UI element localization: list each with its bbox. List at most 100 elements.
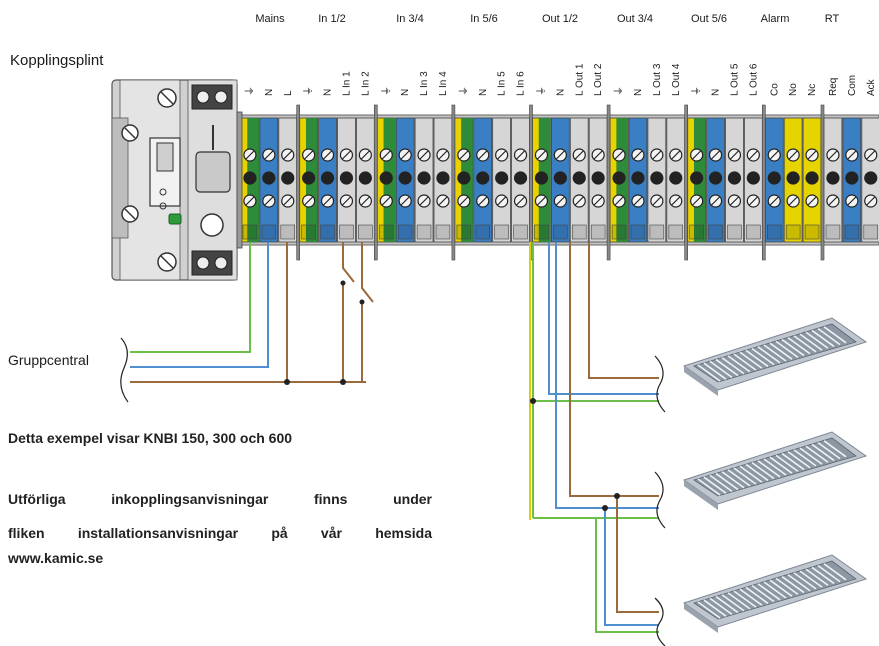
heaters <box>682 317 868 633</box>
terminal-label: N <box>323 89 334 96</box>
terminal-hole <box>826 171 840 185</box>
terminal-hole <box>612 171 626 185</box>
terminal-label: L Out 2 <box>593 63 604 96</box>
terminal-hole <box>669 171 683 185</box>
terminal-label: ⏚ <box>303 86 315 96</box>
input-switch-1 <box>342 242 355 283</box>
end-plate <box>373 104 378 261</box>
group-label-out12: Out 1/2 <box>541 13 579 25</box>
end-clamp <box>236 111 243 249</box>
terminal-label: Nc <box>807 84 818 96</box>
terminal-hole <box>476 171 490 185</box>
terminal-label: ⏚ <box>691 86 703 96</box>
terminal-hole <box>631 171 645 185</box>
end-plate <box>451 104 456 261</box>
terminal-hole <box>805 171 819 185</box>
terminal-hole <box>358 171 372 185</box>
terminal-hole <box>553 171 567 185</box>
output-wiring <box>529 242 659 633</box>
end-plate <box>529 104 533 261</box>
group-label-mains: Mains <box>255 13 285 25</box>
note-website[interactable]: www.kamic.se <box>8 550 104 566</box>
terminal-label: L In 3 <box>419 71 430 96</box>
terminal-label: L Out 6 <box>748 63 759 96</box>
group-label-out56: Out 5/6 <box>690 13 728 25</box>
terminal-label: ⏚ <box>613 86 625 96</box>
heater-icon <box>682 554 868 633</box>
terminal-hole <box>320 171 335 185</box>
terminal-hole <box>379 171 393 185</box>
mains-wiring <box>130 242 374 385</box>
terminal-label: L Out 5 <box>729 63 740 96</box>
terminal-hole <box>708 171 723 185</box>
terminal-label: ⏚ <box>458 86 470 96</box>
terminal-label: L In 4 <box>438 71 449 96</box>
heater-bracket-1 <box>654 355 666 413</box>
terminal-hole <box>302 171 316 185</box>
terminal-hole <box>534 171 549 185</box>
group-label-out34: Out 3/4 <box>616 13 654 25</box>
terminal-label: N <box>478 89 489 96</box>
terminal-hole <box>417 171 431 185</box>
end-plate <box>296 104 301 261</box>
terminal-label: N <box>711 89 722 96</box>
note-models: Detta exempel visar KNBI 150, 300 och 60… <box>8 430 293 446</box>
note-instructions: Utförliga inkopplingsanvisningar finns u… <box>8 482 432 550</box>
terminal-hole <box>513 171 528 185</box>
terminal-label: N <box>400 89 411 96</box>
terminal-label: Co <box>769 83 780 96</box>
gruppcentral-label: Gruppcentral <box>8 352 89 368</box>
terminal-label: Ack <box>866 78 877 96</box>
terminal-label: ⏚ <box>380 86 392 96</box>
group-label-in34: In 3/4 <box>396 13 424 25</box>
terminal-hole <box>786 171 800 185</box>
note-instructions-line-1: Utförliga inkopplingsanvisningar finns u… <box>8 491 432 507</box>
end-plate <box>820 104 825 261</box>
terminal-hole <box>746 171 760 185</box>
terminal-hole <box>767 171 781 185</box>
terminal-hole <box>457 171 471 185</box>
terminal-hole <box>398 171 412 185</box>
terminal-hole <box>339 171 354 185</box>
terminal-label: L Out 1 <box>574 63 585 96</box>
terminal-hole <box>845 171 859 185</box>
terminal-label: Com <box>847 75 858 96</box>
terminal-hole <box>243 171 257 185</box>
terminal-label: L <box>283 90 294 96</box>
terminal-hole <box>650 171 664 185</box>
terminal-label: ⏚ <box>244 86 256 96</box>
heater-bracket-3 <box>654 597 666 646</box>
terminal-hole <box>436 171 450 185</box>
terminal-hole <box>572 171 586 185</box>
page-title: Kopplingsplint <box>10 52 104 69</box>
gruppcentral-bracket <box>120 337 129 403</box>
input-switch-2 <box>361 242 374 303</box>
terminal-hole <box>690 171 704 185</box>
terminal-hole <box>495 171 509 185</box>
terminal-label: Req <box>828 78 839 96</box>
terminal-strip <box>236 104 879 261</box>
terminal-hole <box>727 171 742 185</box>
terminal-label: L In 6 <box>516 71 527 96</box>
terminal-label: N <box>264 89 275 96</box>
heater-icon <box>682 431 868 510</box>
terminal-label: L In 1 <box>341 71 352 96</box>
mains-neutral-wire <box>130 242 269 368</box>
mains-earth-wire <box>130 242 251 353</box>
terminal-label: N <box>633 89 644 96</box>
heater-icon <box>682 317 868 396</box>
terminal-hole <box>262 171 276 185</box>
group-label-in56: In 5/6 <box>470 13 498 25</box>
terminal-hole <box>281 171 295 185</box>
group-label-rt: RT <box>824 13 840 25</box>
terminal-hole <box>591 171 605 185</box>
terminal-label: ⏚ <box>535 86 547 96</box>
terminal-label: N <box>555 89 566 96</box>
terminal-hole <box>864 171 878 185</box>
group-label-alarm: Alarm <box>760 13 790 25</box>
circuit-breaker <box>111 79 238 281</box>
end-plate <box>684 104 689 261</box>
terminal-label: L In 5 <box>497 71 508 96</box>
